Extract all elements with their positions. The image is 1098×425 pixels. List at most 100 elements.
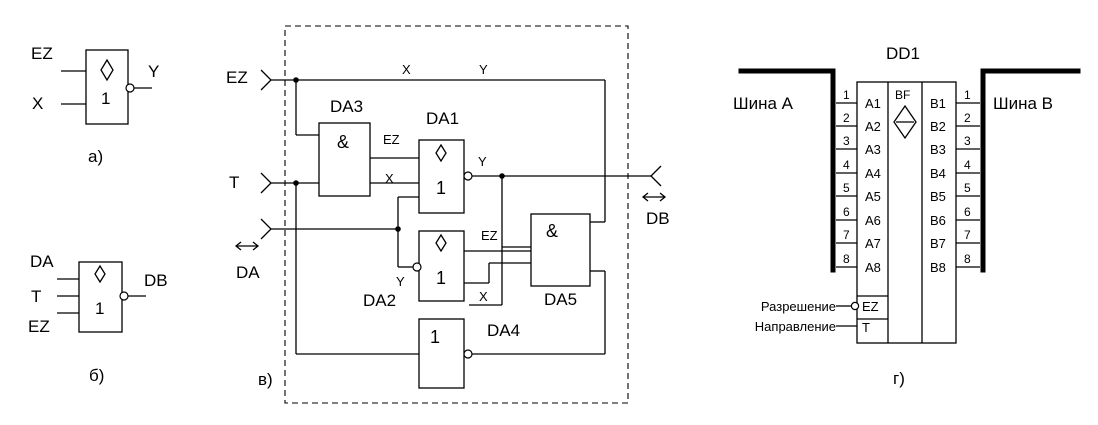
pin-ez-inversion-circle <box>850 301 860 311</box>
pin-a7: A7 <box>865 236 881 251</box>
bus-a-line-number: 8 <box>843 252 850 266</box>
top-wire-y-label: Y <box>479 62 488 77</box>
pin-b1: B1 <box>930 96 946 111</box>
junction-dot <box>499 173 505 179</box>
top-wire-x-label: X <box>402 62 411 77</box>
pin-a2: A2 <box>865 119 881 134</box>
port-db-label: DB <box>646 209 670 228</box>
pin-a4: A4 <box>865 166 881 181</box>
bus-b-line-number: 7 <box>964 228 971 242</box>
panel-b-inverted-output <box>119 291 129 301</box>
gate-da4-inverted-output <box>463 349 473 359</box>
da1-y-wire-label: Y <box>478 154 487 169</box>
bus-a-line-number: 6 <box>843 205 850 219</box>
gate-da5-symbol: & <box>546 221 558 241</box>
panel-b-input-t-label: T <box>31 287 41 306</box>
gate-da2 <box>418 230 465 302</box>
bus-a-line-number: 7 <box>843 228 850 242</box>
junction-dot <box>293 180 299 186</box>
bus-b-line-number: 5 <box>964 181 971 195</box>
bus-b-taps: 1 2 3 4 5 6 7 8 <box>956 88 980 268</box>
bus-b-label: Шина В <box>993 94 1053 113</box>
da2-y-wire-label: Y <box>396 274 405 289</box>
pin-a8: A8 <box>865 260 881 275</box>
panel-b-output-db-label: DB <box>144 271 168 290</box>
bus-b-line-number: 8 <box>964 252 971 266</box>
direction-signal-label: Направление <box>755 319 836 334</box>
panel-a-three-state-diamond-icon <box>100 58 114 82</box>
bus-a-label: Шина А <box>733 94 794 113</box>
gate-da3 <box>318 122 371 197</box>
da-port-arrow <box>260 218 272 240</box>
pin-b7: B7 <box>930 236 946 251</box>
panel-g-caption: г) <box>893 369 905 388</box>
da2-x-wire-label: X <box>479 289 488 304</box>
panel-a-inverted-output <box>125 83 135 93</box>
pin-ez-label: EZ <box>862 299 879 314</box>
pin-b8: B8 <box>930 260 946 275</box>
panel-g: DD1 Шина А Шина В BF A1 A2 A3 A4 A5 A6 A… <box>733 44 1081 388</box>
pin-t-label: T <box>862 320 870 335</box>
panel-v-dashed-boundary <box>284 25 629 404</box>
chip-dd1-name: DD1 <box>886 44 920 63</box>
pin-a3: A3 <box>865 142 881 157</box>
bus-a-line-number: 4 <box>843 158 850 172</box>
bus-b-line-number: 4 <box>964 158 971 172</box>
chip-dd1-body <box>856 81 957 344</box>
pin-b5: B5 <box>930 189 946 204</box>
panel-v-caption: в) <box>258 370 273 389</box>
gate-da2-name: DA2 <box>363 291 396 310</box>
da1-ez-wire-label: EZ <box>383 132 400 147</box>
panel-b-input-ez-label: EZ <box>28 317 50 336</box>
gate-da4-name: DA4 <box>487 321 520 340</box>
gate-da1 <box>418 139 465 214</box>
panel-a-output-y-label: Y <box>148 62 159 81</box>
panel-b-input-da-label: DA <box>30 252 54 271</box>
pin-a6: A6 <box>865 213 881 228</box>
gate-da4 <box>418 318 465 389</box>
da1-x-wire-label: X <box>385 171 394 186</box>
pins-b: B1 B2 B3 B4 B5 B6 B7 B8 <box>930 96 946 275</box>
panel-a: 1 EZ X Y а) <box>31 44 159 166</box>
pins-a: A1 A2 A3 A4 A5 A6 A7 A8 <box>865 96 881 275</box>
gate-da1-symbol: 1 <box>436 178 446 198</box>
bus-b-line-number: 2 <box>964 111 971 125</box>
panel-b-buffer-gate <box>78 261 123 333</box>
panel-b-three-state-diamond-icon <box>94 264 106 284</box>
bus-a-taps: 1 2 3 4 5 6 7 8 <box>836 88 857 268</box>
t-input-arrow <box>260 172 272 194</box>
gate-da1-three-state-diamond-icon <box>435 143 447 163</box>
panel-a-input-x-label: X <box>32 94 43 113</box>
bus-a-line-number: 2 <box>843 111 850 125</box>
pin-b3: B3 <box>930 142 946 157</box>
panel-a-input-ez-label: EZ <box>31 44 53 63</box>
panel-v: X Y & DA3 EZ X 1 DA1 Y <box>226 25 670 404</box>
gate-da2-inverted-input <box>412 262 422 272</box>
da2-ez-wire-label: EZ <box>481 228 498 243</box>
gate-da3-symbol: & <box>337 132 349 152</box>
bus-a-line-number: 3 <box>843 134 850 148</box>
bus-a-line-number: 1 <box>843 88 850 102</box>
gate-da1-name: DA1 <box>426 109 459 128</box>
gate-da3-name: DA3 <box>330 97 363 116</box>
bus-b-line <box>980 68 1081 273</box>
gate-da2-three-state-diamond-icon <box>435 233 447 253</box>
gate-da1-inverted-output <box>463 171 473 181</box>
junction-dot <box>395 226 401 232</box>
gate-da5 <box>530 213 591 287</box>
panel-b: 1 DA T EZ DB б) <box>28 252 168 385</box>
chip-center-label: BF <box>895 88 910 102</box>
bus-b-line-number: 6 <box>964 205 971 219</box>
panel-a-gate-symbol: 1 <box>101 89 110 108</box>
bus-a-line-number: 5 <box>843 181 850 195</box>
junction-dot <box>293 77 299 83</box>
gate-da4-symbol: 1 <box>430 327 440 347</box>
panel-a-caption: а) <box>88 147 103 166</box>
pin-b4: B4 <box>930 166 946 181</box>
db-port-arrow <box>650 165 662 187</box>
pin-a5: A5 <box>865 189 881 204</box>
port-da-label: DA <box>236 263 260 282</box>
enable-signal-label: Разрешение <box>761 299 836 314</box>
panel-b-caption: б) <box>89 366 104 385</box>
